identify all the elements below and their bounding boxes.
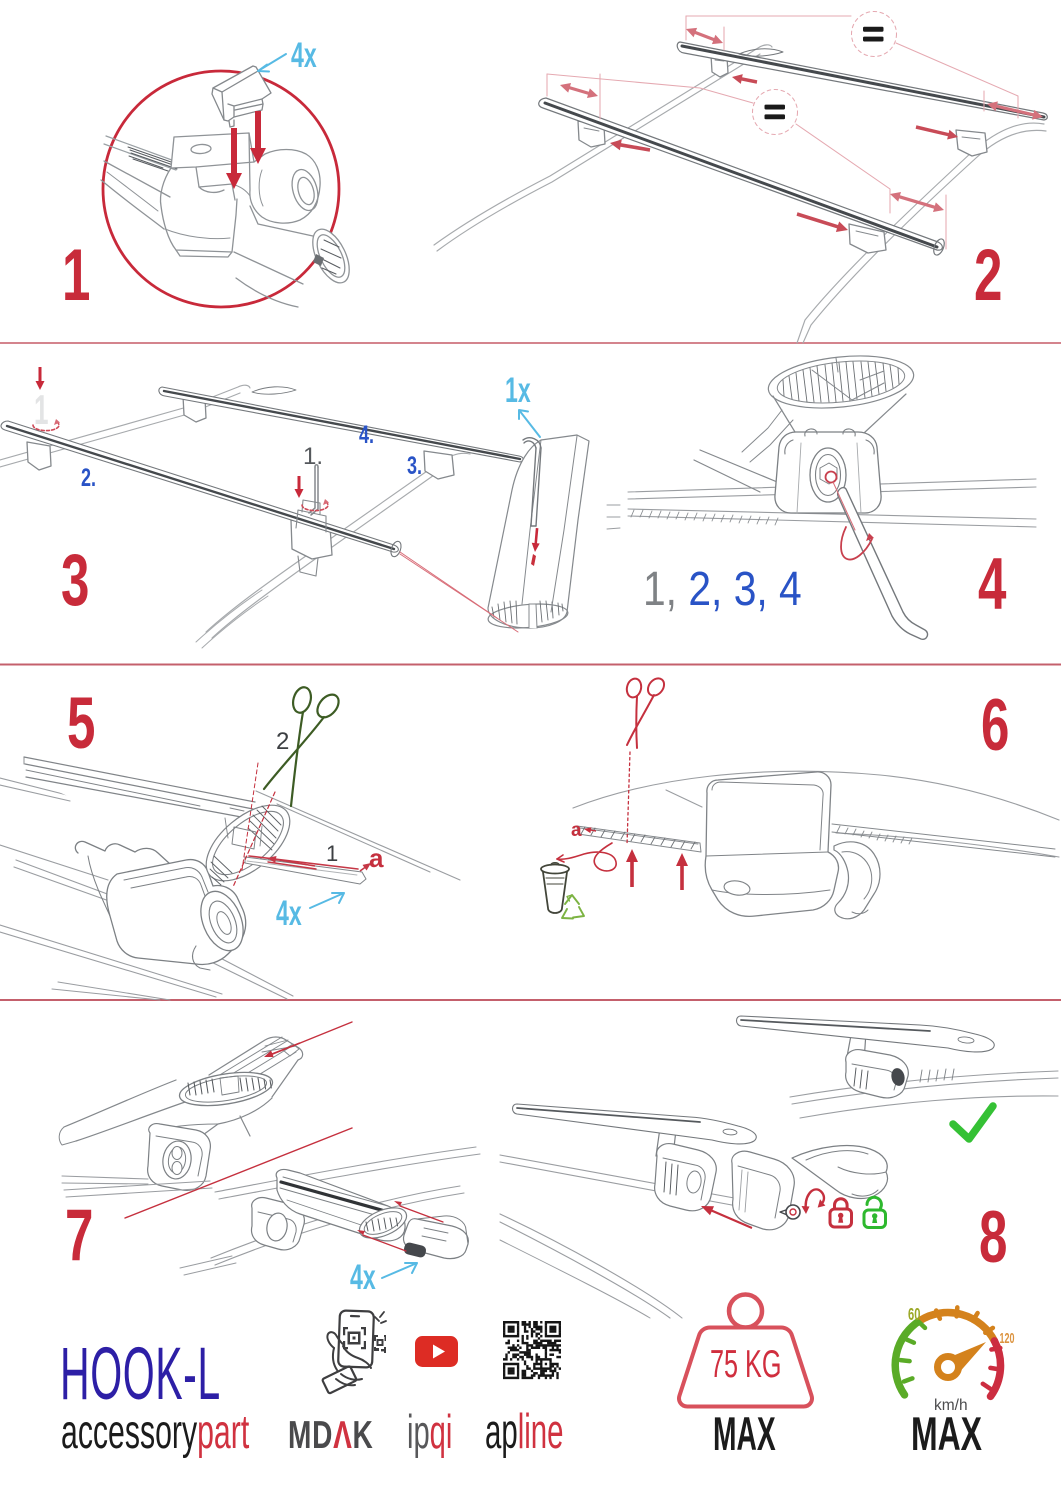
svg-text:3.: 3. bbox=[407, 451, 422, 480]
svg-text:4x: 4x bbox=[350, 1258, 376, 1297]
svg-text:6: 6 bbox=[981, 685, 1009, 766]
svg-text:75 KG: 75 KG bbox=[710, 1343, 781, 1386]
svg-text:120: 120 bbox=[1000, 1330, 1015, 1347]
svg-text:apline: apline bbox=[485, 1403, 563, 1459]
svg-text:2: 2 bbox=[974, 235, 1002, 316]
svg-text:8: 8 bbox=[979, 1197, 1007, 1278]
svg-text:1.: 1. bbox=[303, 443, 323, 470]
svg-text:4.: 4. bbox=[359, 420, 374, 449]
svg-text:a: a bbox=[369, 843, 384, 873]
svg-text:1: 1 bbox=[62, 235, 90, 316]
svg-text:1: 1 bbox=[34, 387, 48, 434]
svg-text:1, 2, 3, 4: 1, 2, 3, 4 bbox=[643, 563, 802, 616]
svg-text:HOOK-L: HOOK-L bbox=[60, 1332, 221, 1415]
svg-text:2.: 2. bbox=[81, 463, 96, 492]
svg-text:4: 4 bbox=[978, 544, 1006, 625]
svg-text:km/h: km/h bbox=[934, 1397, 968, 1414]
svg-text:MDΛK: MDΛK bbox=[288, 1414, 374, 1458]
svg-text:2: 2 bbox=[276, 728, 289, 755]
svg-text:60: 60 bbox=[908, 1304, 920, 1324]
svg-text:accessorypart: accessorypart bbox=[61, 1406, 249, 1459]
svg-text:1x: 1x bbox=[505, 371, 531, 410]
svg-text:ipqi: ipqi bbox=[407, 1407, 452, 1459]
svg-text:a: a bbox=[571, 820, 582, 841]
svg-text:1: 1 bbox=[326, 841, 338, 866]
svg-text:3: 3 bbox=[61, 540, 89, 621]
svg-text:7: 7 bbox=[65, 1195, 93, 1276]
svg-text:4x: 4x bbox=[291, 36, 317, 75]
svg-text:MAX: MAX bbox=[713, 1409, 776, 1461]
svg-text:4x: 4x bbox=[276, 894, 302, 933]
svg-text:5: 5 bbox=[67, 683, 95, 764]
svg-text:MAX: MAX bbox=[911, 1408, 982, 1461]
